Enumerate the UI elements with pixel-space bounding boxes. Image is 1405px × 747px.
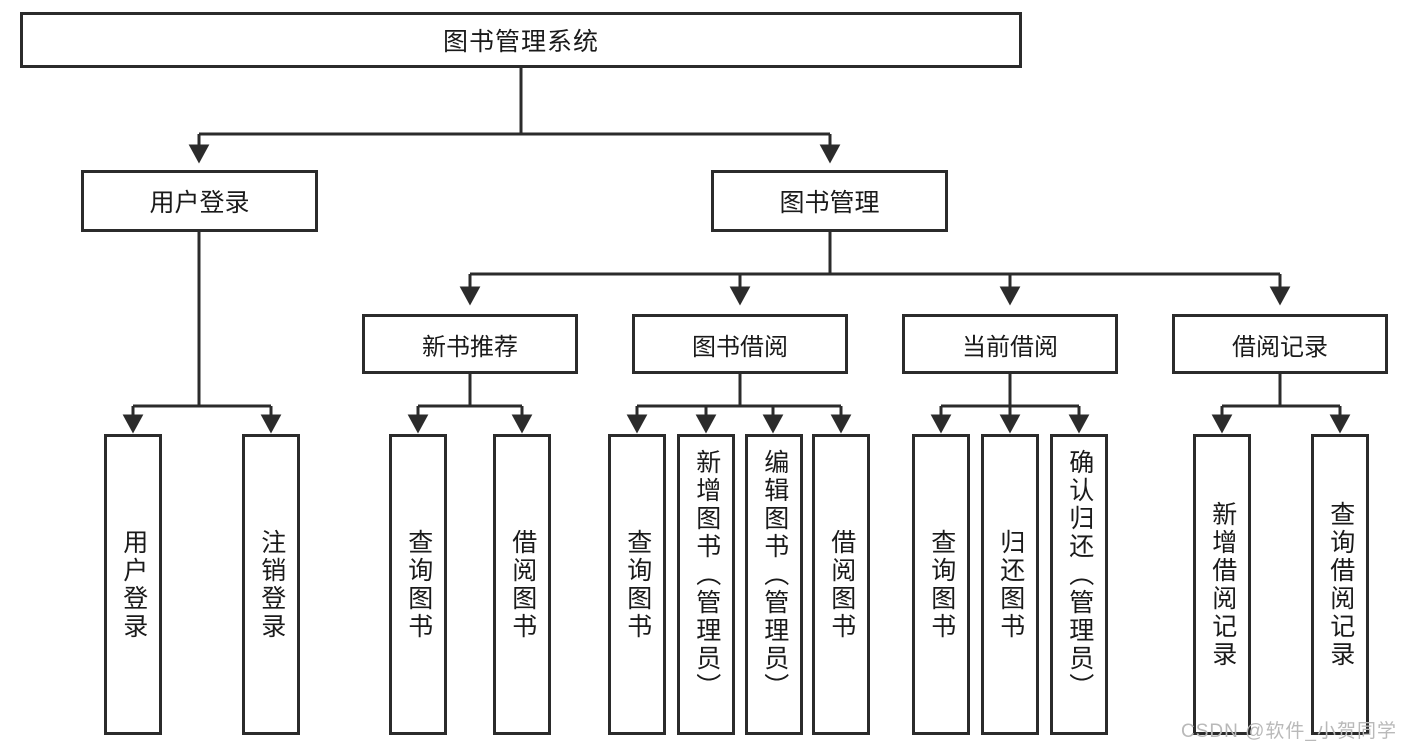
leaf-label: 查询借阅记录 bbox=[1326, 500, 1355, 669]
node-book-management[interactable]: 图书管理 bbox=[711, 170, 948, 232]
leaf-label: 查询图书 bbox=[623, 528, 652, 641]
node-root-system[interactable]: 图书管理系统 bbox=[20, 12, 1022, 68]
leaf-label: 归还图书 bbox=[996, 528, 1025, 641]
leaf-borrow-record-query[interactable]: 查询借阅记录 bbox=[1311, 434, 1369, 735]
leaf-new-book-query[interactable]: 查询图书 bbox=[389, 434, 447, 735]
leaf-label: 注销登录 bbox=[257, 528, 286, 641]
leaf-label: 新增借阅记录 bbox=[1208, 500, 1237, 669]
leaf-current-borrow-query[interactable]: 查询图书 bbox=[912, 434, 970, 735]
node-new-book-recommend[interactable]: 新书推荐 bbox=[362, 314, 578, 374]
leaf-label: 借阅图书 bbox=[827, 528, 856, 641]
leaf-book-borrow-query[interactable]: 查询图书 bbox=[608, 434, 666, 735]
leaf-label: 查询图书 bbox=[404, 528, 433, 641]
leaf-label: 确认归还（管理员） bbox=[1065, 449, 1094, 701]
leaf-label: 查询图书 bbox=[927, 528, 956, 641]
node-current-borrow[interactable]: 当前借阅 bbox=[902, 314, 1118, 374]
leaf-borrow-record-add[interactable]: 新增借阅记录 bbox=[1193, 434, 1251, 735]
leaf-label: 新增图书（管理员） bbox=[692, 449, 721, 701]
leaf-current-borrow-return[interactable]: 归还图书 bbox=[981, 434, 1039, 735]
node-borrow-record[interactable]: 借阅记录 bbox=[1172, 314, 1388, 374]
leaf-book-borrow-add[interactable]: 新增图书（管理员） bbox=[677, 434, 735, 735]
leaf-new-book-borrow[interactable]: 借阅图书 bbox=[493, 434, 551, 735]
node-user-login[interactable]: 用户登录 bbox=[81, 170, 318, 232]
leaf-label: 编辑图书（管理员） bbox=[760, 449, 789, 701]
watermark-text: CSDN @软件_小贺同学 bbox=[1181, 721, 1397, 742]
node-book-borrow[interactable]: 图书借阅 bbox=[632, 314, 848, 374]
leaf-book-borrow-borrow[interactable]: 借阅图书 bbox=[812, 434, 870, 735]
leaf-book-borrow-edit[interactable]: 编辑图书（管理员） bbox=[745, 434, 803, 735]
leaf-user-login-logout[interactable]: 注销登录 bbox=[242, 434, 300, 735]
leaf-label: 借阅图书 bbox=[508, 528, 537, 641]
leaf-label: 用户登录 bbox=[119, 528, 148, 641]
leaf-current-borrow-confirm-return[interactable]: 确认归还（管理员） bbox=[1050, 434, 1108, 735]
leaf-user-login-login[interactable]: 用户登录 bbox=[104, 434, 162, 735]
